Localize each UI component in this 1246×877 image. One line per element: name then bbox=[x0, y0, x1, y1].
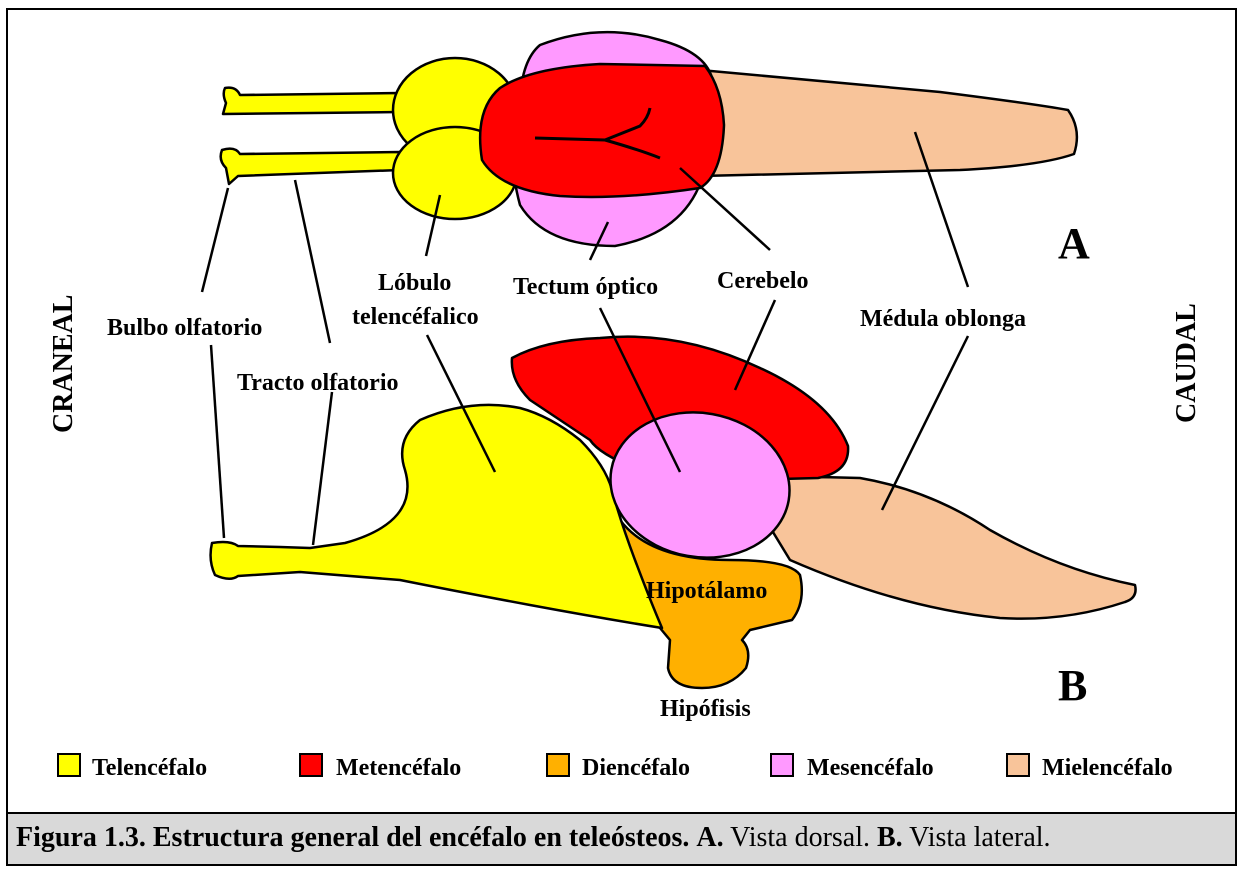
legend-item-telencefalo: Telencéfalo bbox=[58, 754, 207, 781]
label-tracto-olfatorio: Tracto olfatorio bbox=[237, 370, 399, 396]
label-medula-oblonga: Médula oblonga bbox=[860, 306, 1026, 332]
dorsal-olfactory-upper bbox=[223, 88, 400, 114]
label-bulbo-olfatorio: Bulbo olfatorio bbox=[107, 315, 262, 341]
legend-swatch bbox=[300, 754, 322, 776]
label-hipotalamo: Hipotálamo bbox=[646, 578, 767, 604]
label-craneal: CRANEAL bbox=[48, 295, 79, 433]
caption-a-text: Vista dorsal. bbox=[724, 822, 877, 853]
legend-item-mielencefalo: Mielencéfalo bbox=[1007, 754, 1173, 781]
label-tectum-optico: Tectum óptico bbox=[513, 274, 658, 300]
dorsal-metencephalon bbox=[480, 64, 724, 197]
legend-label: Mesencéfalo bbox=[807, 755, 934, 781]
legend-label: Metencéfalo bbox=[336, 755, 461, 781]
caption-title: Figura 1.3. Estructura general del encéf… bbox=[16, 822, 689, 853]
legend-label: Telencéfalo bbox=[92, 755, 207, 781]
legend-swatch bbox=[1007, 754, 1029, 776]
legend-swatch bbox=[771, 754, 793, 776]
legend-item-mesencefalo: Mesencéfalo bbox=[771, 754, 934, 781]
figure-caption: Figura 1.3. Estructura general del encéf… bbox=[8, 812, 1235, 864]
label-lobulo-line2: telencéfalico bbox=[352, 304, 479, 330]
legend-item-diencefalo: Diencéfalo bbox=[547, 754, 690, 781]
legend-label: Mielencéfalo bbox=[1042, 755, 1173, 781]
label-caudal: CAUDAL bbox=[1171, 303, 1202, 423]
label-hipofisis: Hipófisis bbox=[660, 696, 751, 722]
dorsal-view bbox=[221, 32, 1077, 246]
caption-b-letter: B. bbox=[877, 822, 903, 853]
label-lobulo-line1: Lóbulo bbox=[378, 270, 451, 296]
label-cerebelo: Cerebelo bbox=[717, 268, 809, 294]
legend-label: Diencéfalo bbox=[582, 755, 690, 781]
caption-b-text: Vista lateral. bbox=[903, 822, 1051, 853]
legend-swatch bbox=[58, 754, 80, 776]
legend: Telencéfalo Metencéfalo Diencéfalo Mesen… bbox=[58, 754, 1173, 781]
caption-a-letter: A. bbox=[696, 822, 723, 853]
legend-swatch bbox=[547, 754, 569, 776]
legend-item-metencefalo: Metencéfalo bbox=[300, 754, 461, 781]
dorsal-olfactory-lower bbox=[221, 149, 400, 184]
dorsal-medulla bbox=[700, 70, 1077, 176]
label-view-b: B bbox=[1058, 661, 1087, 710]
label-view-a: A bbox=[1058, 219, 1090, 268]
